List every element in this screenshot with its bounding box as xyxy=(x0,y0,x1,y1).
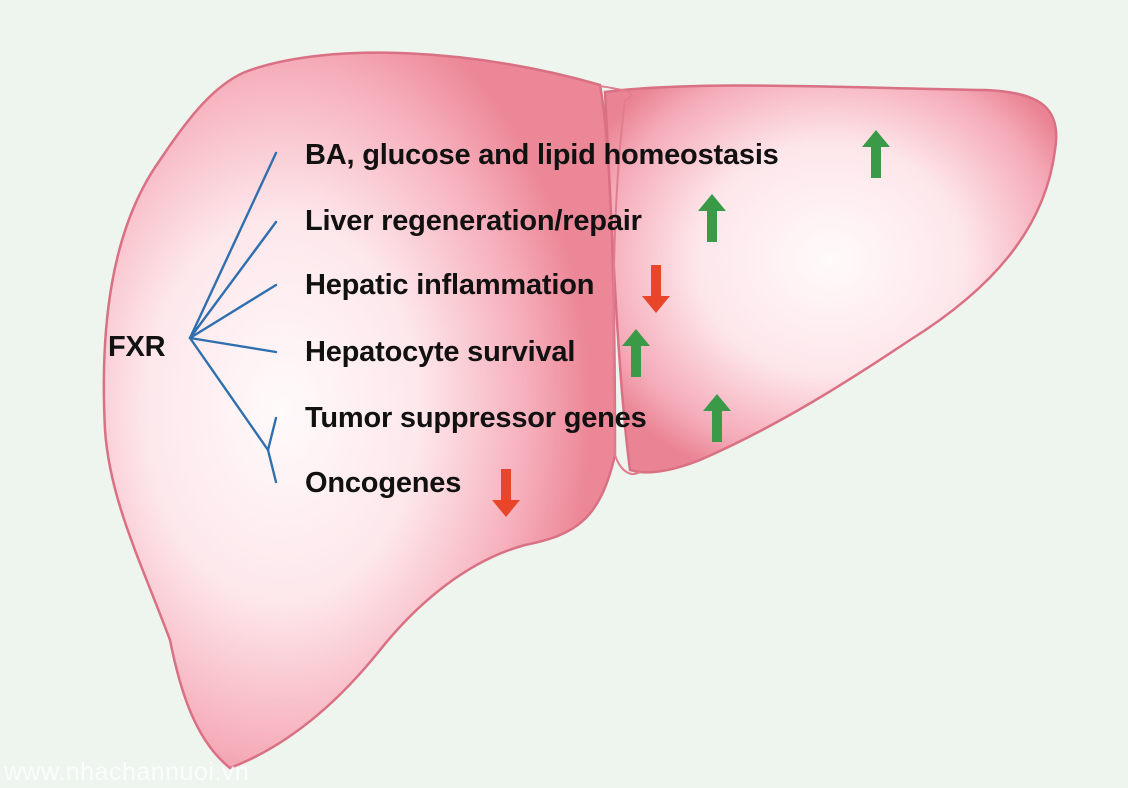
up-arrow-icon xyxy=(862,130,890,178)
effect-label-oncogenes: Oncogenes xyxy=(305,467,462,499)
down-arrow-icon xyxy=(492,469,520,517)
effect-label-inflammation: Hepatic inflammation xyxy=(305,269,595,301)
fxr-label: FXR xyxy=(108,331,166,363)
up-arrow-icon xyxy=(698,194,726,242)
branch-line-5 xyxy=(266,416,278,452)
effect-label-survival: Hepatocyte survival xyxy=(305,336,576,368)
liver-right-lobe xyxy=(102,51,617,770)
liver-left-lobe xyxy=(603,84,1058,474)
branch-line-3 xyxy=(188,283,278,340)
down-arrow-icon xyxy=(642,265,670,313)
watermark: www.nhachannuoi.vn xyxy=(4,758,250,786)
effect-label-homeostasis: BA, glucose and lipid homeostasis xyxy=(305,139,779,171)
branch-line-stem xyxy=(188,336,270,452)
up-arrow-icon xyxy=(703,394,731,442)
up-arrow-icon xyxy=(622,329,650,377)
branch-line-2 xyxy=(188,220,278,340)
effect-label-tumor-suppressor: Tumor suppressor genes xyxy=(305,402,647,434)
branch-line-6 xyxy=(266,448,278,484)
branch-line-1 xyxy=(188,151,278,340)
effect-label-regeneration: Liver regeneration/repair xyxy=(305,205,642,237)
lobe-fissure xyxy=(599,85,641,475)
branch-line-4 xyxy=(188,336,278,354)
branch-lines xyxy=(188,151,278,484)
